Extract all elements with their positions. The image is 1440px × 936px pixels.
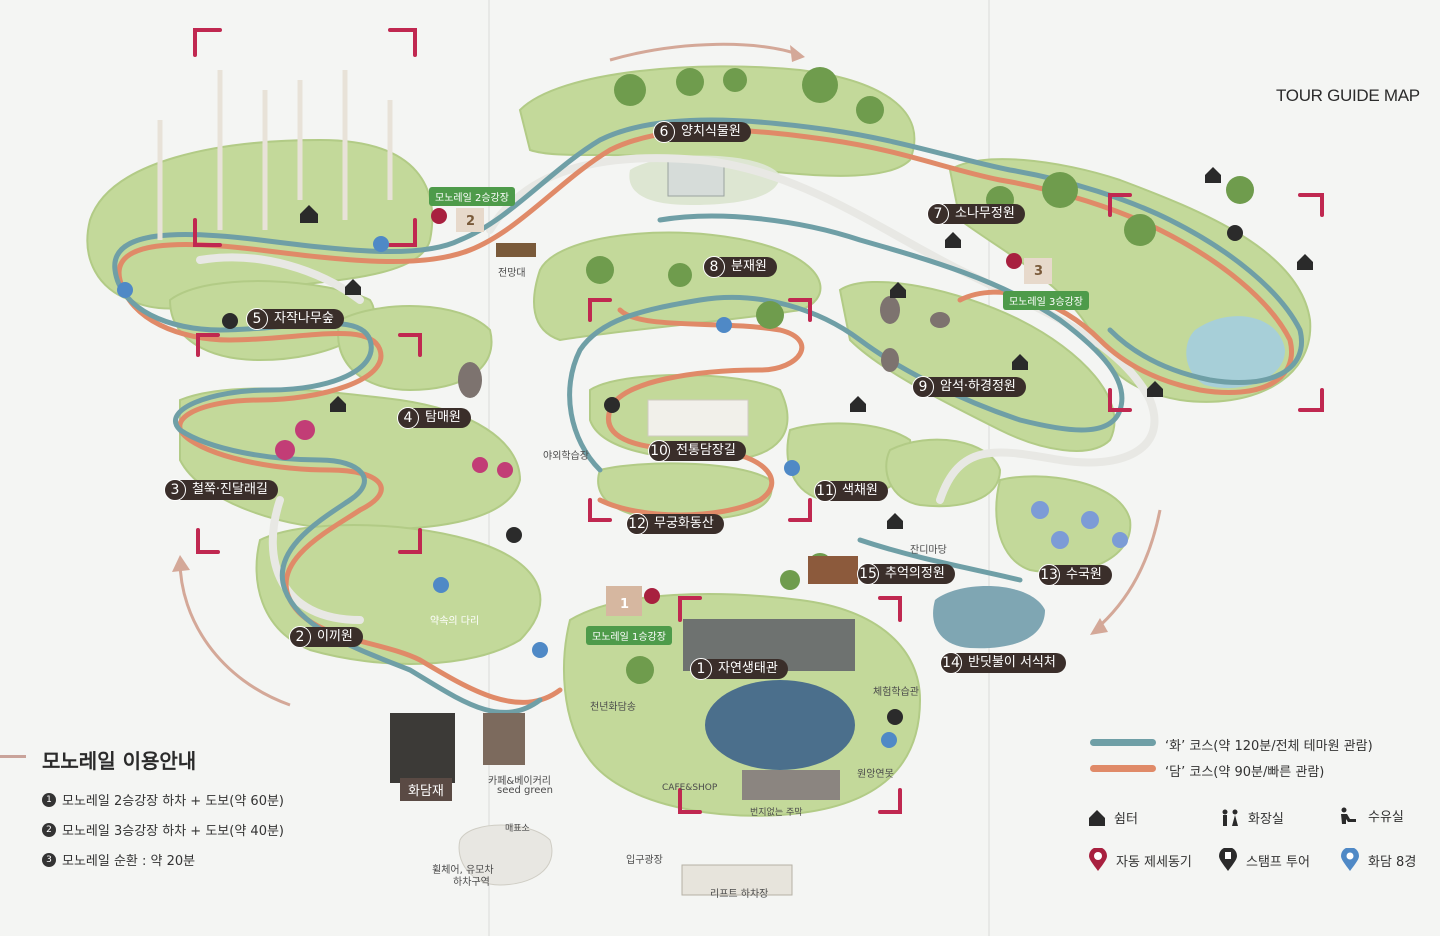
stop-number: 9 bbox=[912, 376, 934, 398]
legend-aed: 자동 제세동기 bbox=[1088, 848, 1192, 872]
experience-hall-label: 체험학습관 bbox=[873, 687, 919, 698]
tree-label: 천년화담송 bbox=[590, 702, 636, 713]
shelter-icon bbox=[1089, 809, 1105, 826]
stop-label: 수국원 bbox=[1054, 565, 1112, 585]
lift-label: 리프트 하차장 bbox=[710, 889, 769, 900]
stop-number: 13 bbox=[1038, 564, 1060, 586]
tour-guide-title: TOUR GUIDE MAP bbox=[1276, 86, 1420, 105]
cafe-bakery-label: 카페&베이커리 bbox=[488, 776, 551, 787]
stop-number: 8 bbox=[703, 256, 725, 278]
hwadamjae-label: 화담재 bbox=[400, 778, 452, 801]
monorail-station-1[interactable]: 모노레일 1승강장 bbox=[586, 626, 672, 645]
ticket-office-label: 매표소 bbox=[505, 824, 530, 834]
stop-label: 자연생태관 bbox=[706, 659, 788, 679]
stop-number: 2 bbox=[289, 626, 311, 648]
stop-label: 소나무정원 bbox=[943, 204, 1025, 224]
outdoor-class-label: 야외학습장 bbox=[543, 451, 589, 462]
entrance-plaza-label: 입구광장 bbox=[626, 855, 663, 866]
bridge-label: 약속의 다리 bbox=[430, 616, 480, 627]
monorail-usage-title: 모노레일 이용안내 bbox=[42, 749, 197, 773]
stop-label: 이끼원 bbox=[305, 627, 363, 647]
stop-number: 11 bbox=[814, 480, 836, 502]
stop-number: 1 bbox=[690, 658, 712, 680]
stop-number: 14 bbox=[940, 652, 962, 674]
station-badge-3: 3 bbox=[1034, 264, 1044, 279]
stop-label: 철쭉·진달래길 bbox=[180, 480, 278, 500]
stop-number: 3 bbox=[164, 479, 186, 501]
tavern-label: 번지없는 주막 bbox=[750, 808, 803, 818]
stop-label: 분재원 bbox=[719, 257, 777, 277]
stop-label: 자작나무숲 bbox=[262, 309, 344, 329]
stop-label: 탐매원 bbox=[413, 408, 471, 428]
legend-dam-course: ‘담’ 코스(약 90분/빠른 관람) bbox=[1165, 765, 1325, 780]
lawn-label: 잔디마당 bbox=[910, 545, 947, 556]
stop-label: 암석·하경정원 bbox=[928, 377, 1026, 397]
stop-number: 7 bbox=[927, 203, 949, 225]
seed-green-label: seed green bbox=[497, 785, 553, 796]
stop-label: 추억의정원 bbox=[873, 564, 955, 584]
stop-label: 무궁화동산 bbox=[642, 514, 724, 534]
camera-pin-icon bbox=[1341, 848, 1359, 871]
legend-photo: 화담 8경 bbox=[1340, 848, 1416, 872]
stop-number: 4 bbox=[397, 407, 419, 429]
observatory-label: 전망대 bbox=[498, 268, 526, 279]
aed-pin-icon bbox=[1089, 848, 1107, 871]
stop-number: 5 bbox=[246, 308, 268, 330]
panel-accent bbox=[0, 755, 26, 758]
stop-number: 12 bbox=[626, 513, 648, 535]
legend-dam-course-line bbox=[1090, 765, 1156, 772]
stop-label: 색채원 bbox=[830, 481, 888, 501]
stop-number: 15 bbox=[857, 563, 879, 585]
legend-nursing: 수유실 bbox=[1338, 806, 1404, 825]
legend-hwa-course-line bbox=[1090, 739, 1156, 746]
stop-number: 10 bbox=[648, 440, 670, 462]
stop-number: 6 bbox=[653, 121, 675, 143]
stop-label: 반딧불이 서식처 bbox=[956, 653, 1066, 673]
monorail-station-2[interactable]: 모노레일 2승강장 bbox=[429, 187, 515, 206]
monorail-station-3[interactable]: 모노레일 3승강장 bbox=[1003, 291, 1089, 310]
nursing-room-icon bbox=[1341, 807, 1356, 824]
station-badge-1: 1 bbox=[620, 597, 630, 612]
restroom-icon bbox=[1222, 809, 1238, 826]
wheelchair-label-2: 하차구역 bbox=[453, 877, 490, 888]
stamp-pin-icon bbox=[1219, 848, 1237, 871]
stop-label: 양치식물원 bbox=[669, 122, 751, 142]
legend-shelter: 쉼터 bbox=[1088, 808, 1138, 827]
legend-hwa-course: ‘화’ 코스(약 120분/전체 테마원 관람) bbox=[1165, 739, 1373, 754]
legend-restroom: 화장실 bbox=[1220, 808, 1284, 827]
legend-stamp: 스탬프 투어 bbox=[1218, 848, 1310, 872]
cafe-shop-label: CAFE&SHOP bbox=[662, 783, 718, 793]
wheelchair-label: 휠체어, 유모차 bbox=[432, 865, 494, 876]
pond-label: 원앙연못 bbox=[857, 769, 894, 780]
stop-label: 전통담장길 bbox=[664, 441, 746, 461]
station-badge-2: 2 bbox=[466, 214, 476, 229]
